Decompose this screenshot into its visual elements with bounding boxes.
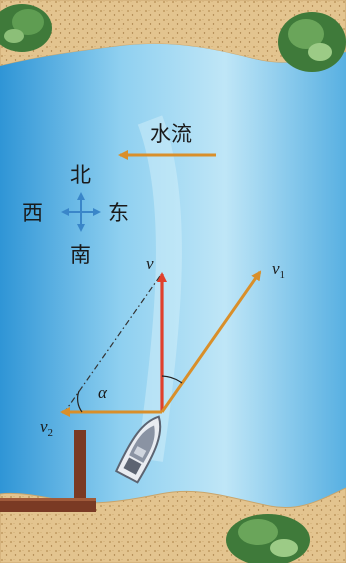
compass-south-label: 南 [70,243,91,267]
compass-north-label: 北 [70,163,91,187]
compass-east-label: 东 [108,201,129,225]
boat-velocity-label: v1 [272,259,285,281]
compass-cross-icon [61,192,101,232]
boat-icon [114,415,162,484]
river-water [0,43,346,508]
alpha-label: α [98,383,108,402]
current-velocity-label: v2 [40,417,53,439]
dashed-guide-line [65,275,161,411]
alpha-angle-arc [76,390,83,413]
boat-velocity-arrow [160,270,262,413]
resultant-velocity-label: v [146,254,154,273]
bush-icon [226,514,310,563]
dock [0,430,96,512]
current-label: 水流 [150,122,192,146]
bush-icon [0,4,52,52]
right-angle-arc [161,375,183,384]
bush-icon [278,12,346,72]
compass-west-label: 西 [22,201,43,225]
